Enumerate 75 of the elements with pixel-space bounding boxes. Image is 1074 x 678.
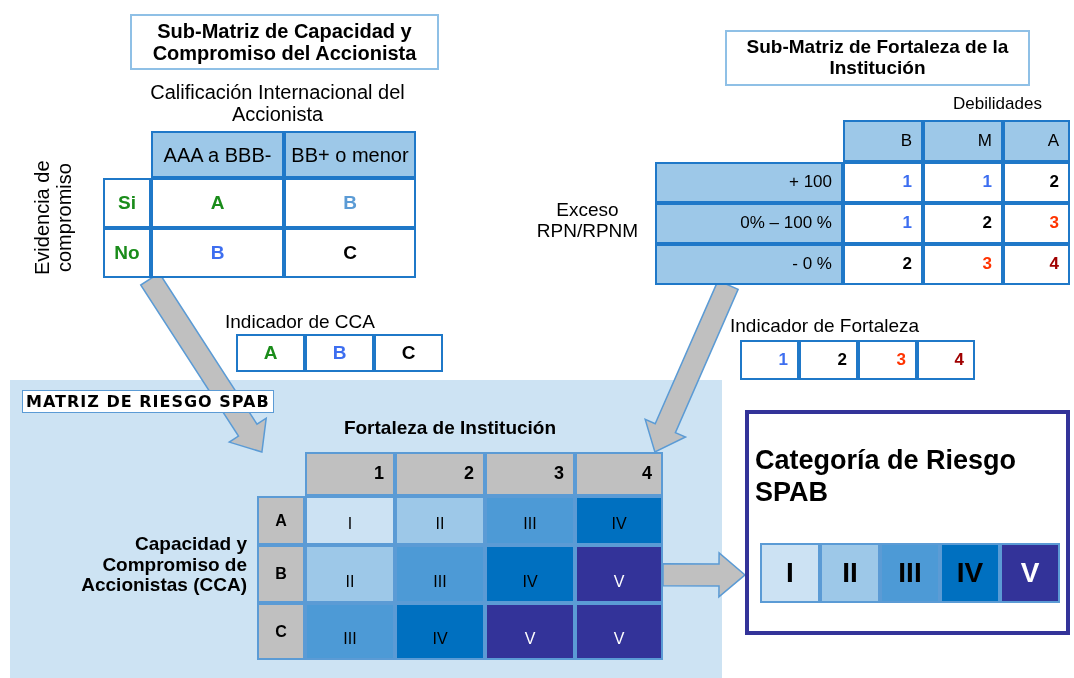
node-label: Fortaleza de Institución xyxy=(342,415,558,440)
node-label: Capacidad y Compromiso de Accionistas (CCA) xyxy=(80,531,247,598)
matrix-table xyxy=(655,120,1070,285)
node-label: Indicador de CCA xyxy=(225,310,376,334)
text-label: Calificación Internacional del Accionista xyxy=(149,80,406,127)
table-cell: III xyxy=(485,496,575,545)
table-cell: 3 xyxy=(923,244,1003,285)
table-cell: B xyxy=(151,228,284,278)
category-box xyxy=(745,410,1070,635)
table-cell: Si xyxy=(103,178,151,228)
block-arrow xyxy=(662,551,747,599)
table-cell: A xyxy=(257,496,305,545)
table-cell: IV xyxy=(395,603,485,660)
table-cell: B xyxy=(843,120,923,162)
table-cell: 2 xyxy=(799,340,858,380)
table-cell: B xyxy=(257,545,305,603)
table-cell: - 0 % xyxy=(655,244,843,285)
node-label: Evidencia de compromiso xyxy=(30,159,76,277)
table-cell: 2 xyxy=(923,203,1003,244)
node-label: Exceso RPN/RPNM xyxy=(535,198,640,243)
table-cell: II xyxy=(395,496,485,545)
table-cell: C xyxy=(257,603,305,660)
node-label: Indicador de Fortaleza xyxy=(730,314,921,338)
table-cell: 3 xyxy=(485,452,575,496)
table-cell: IV xyxy=(575,496,663,545)
table-cell: 4 xyxy=(1003,244,1070,285)
table-cell: 2 xyxy=(843,244,923,285)
table-cell: A xyxy=(1003,120,1070,162)
table-cell: IV xyxy=(940,543,1000,603)
table-cell: 0% – 100 % xyxy=(655,203,843,244)
table-cell: 2 xyxy=(1003,162,1070,203)
matrix-table xyxy=(236,334,443,372)
table-cell: II xyxy=(305,545,395,603)
table-cell: 3 xyxy=(858,340,917,380)
table-cell: V xyxy=(485,603,575,660)
table-cell: 3 xyxy=(1003,203,1070,244)
table-cell: 1 xyxy=(923,162,1003,203)
table-cell: III xyxy=(305,603,395,660)
table-cell: IV xyxy=(485,545,575,603)
table-cell: C xyxy=(284,228,416,278)
table-cell: B xyxy=(305,334,374,372)
title-box: Sub-Matriz de Fortaleza de la Institución xyxy=(725,30,1030,86)
table-cell: 1 xyxy=(843,162,923,203)
table-cell: 1 xyxy=(305,452,395,496)
table-cell: V xyxy=(575,603,663,660)
table-cell: I xyxy=(760,543,820,603)
panel-title: MATRIZ DE RIESGO SPAB xyxy=(22,390,274,413)
box-heading: Categoría de Riesgo SPAB xyxy=(755,444,1018,509)
table-cell: A xyxy=(151,178,284,228)
table-cell: V xyxy=(575,545,663,603)
table-cell: 2 xyxy=(395,452,485,496)
table-cell: No xyxy=(103,228,151,278)
table-cell: III xyxy=(880,543,940,603)
matrix-table xyxy=(257,452,663,660)
table-cell: + 100 xyxy=(655,162,843,203)
table-cell: B xyxy=(284,178,416,228)
table-cell: AAA a BBB- xyxy=(151,131,284,178)
table-cell: 1 xyxy=(843,203,923,244)
table-cell: 4 xyxy=(917,340,975,380)
table-cell: 1 xyxy=(740,340,799,380)
title-box: Sub-Matriz de Capacidad y Compromiso del Accionista xyxy=(130,14,439,70)
table-cell: M xyxy=(923,120,1003,162)
matrix-panel xyxy=(10,380,722,678)
matrix-table xyxy=(760,543,1060,603)
matrix-table xyxy=(740,340,975,380)
table-cell: I xyxy=(305,496,395,545)
table-cell: III xyxy=(395,545,485,603)
table-cell: A xyxy=(236,334,305,372)
text-label: Debilidades xyxy=(952,92,1043,115)
matrix-table xyxy=(103,131,416,279)
table-cell: C xyxy=(374,334,443,372)
table-cell: BB+ o menor xyxy=(284,131,416,178)
table-cell: V xyxy=(1000,543,1060,603)
table-cell: II xyxy=(820,543,880,603)
table-cell: 4 xyxy=(575,452,663,496)
